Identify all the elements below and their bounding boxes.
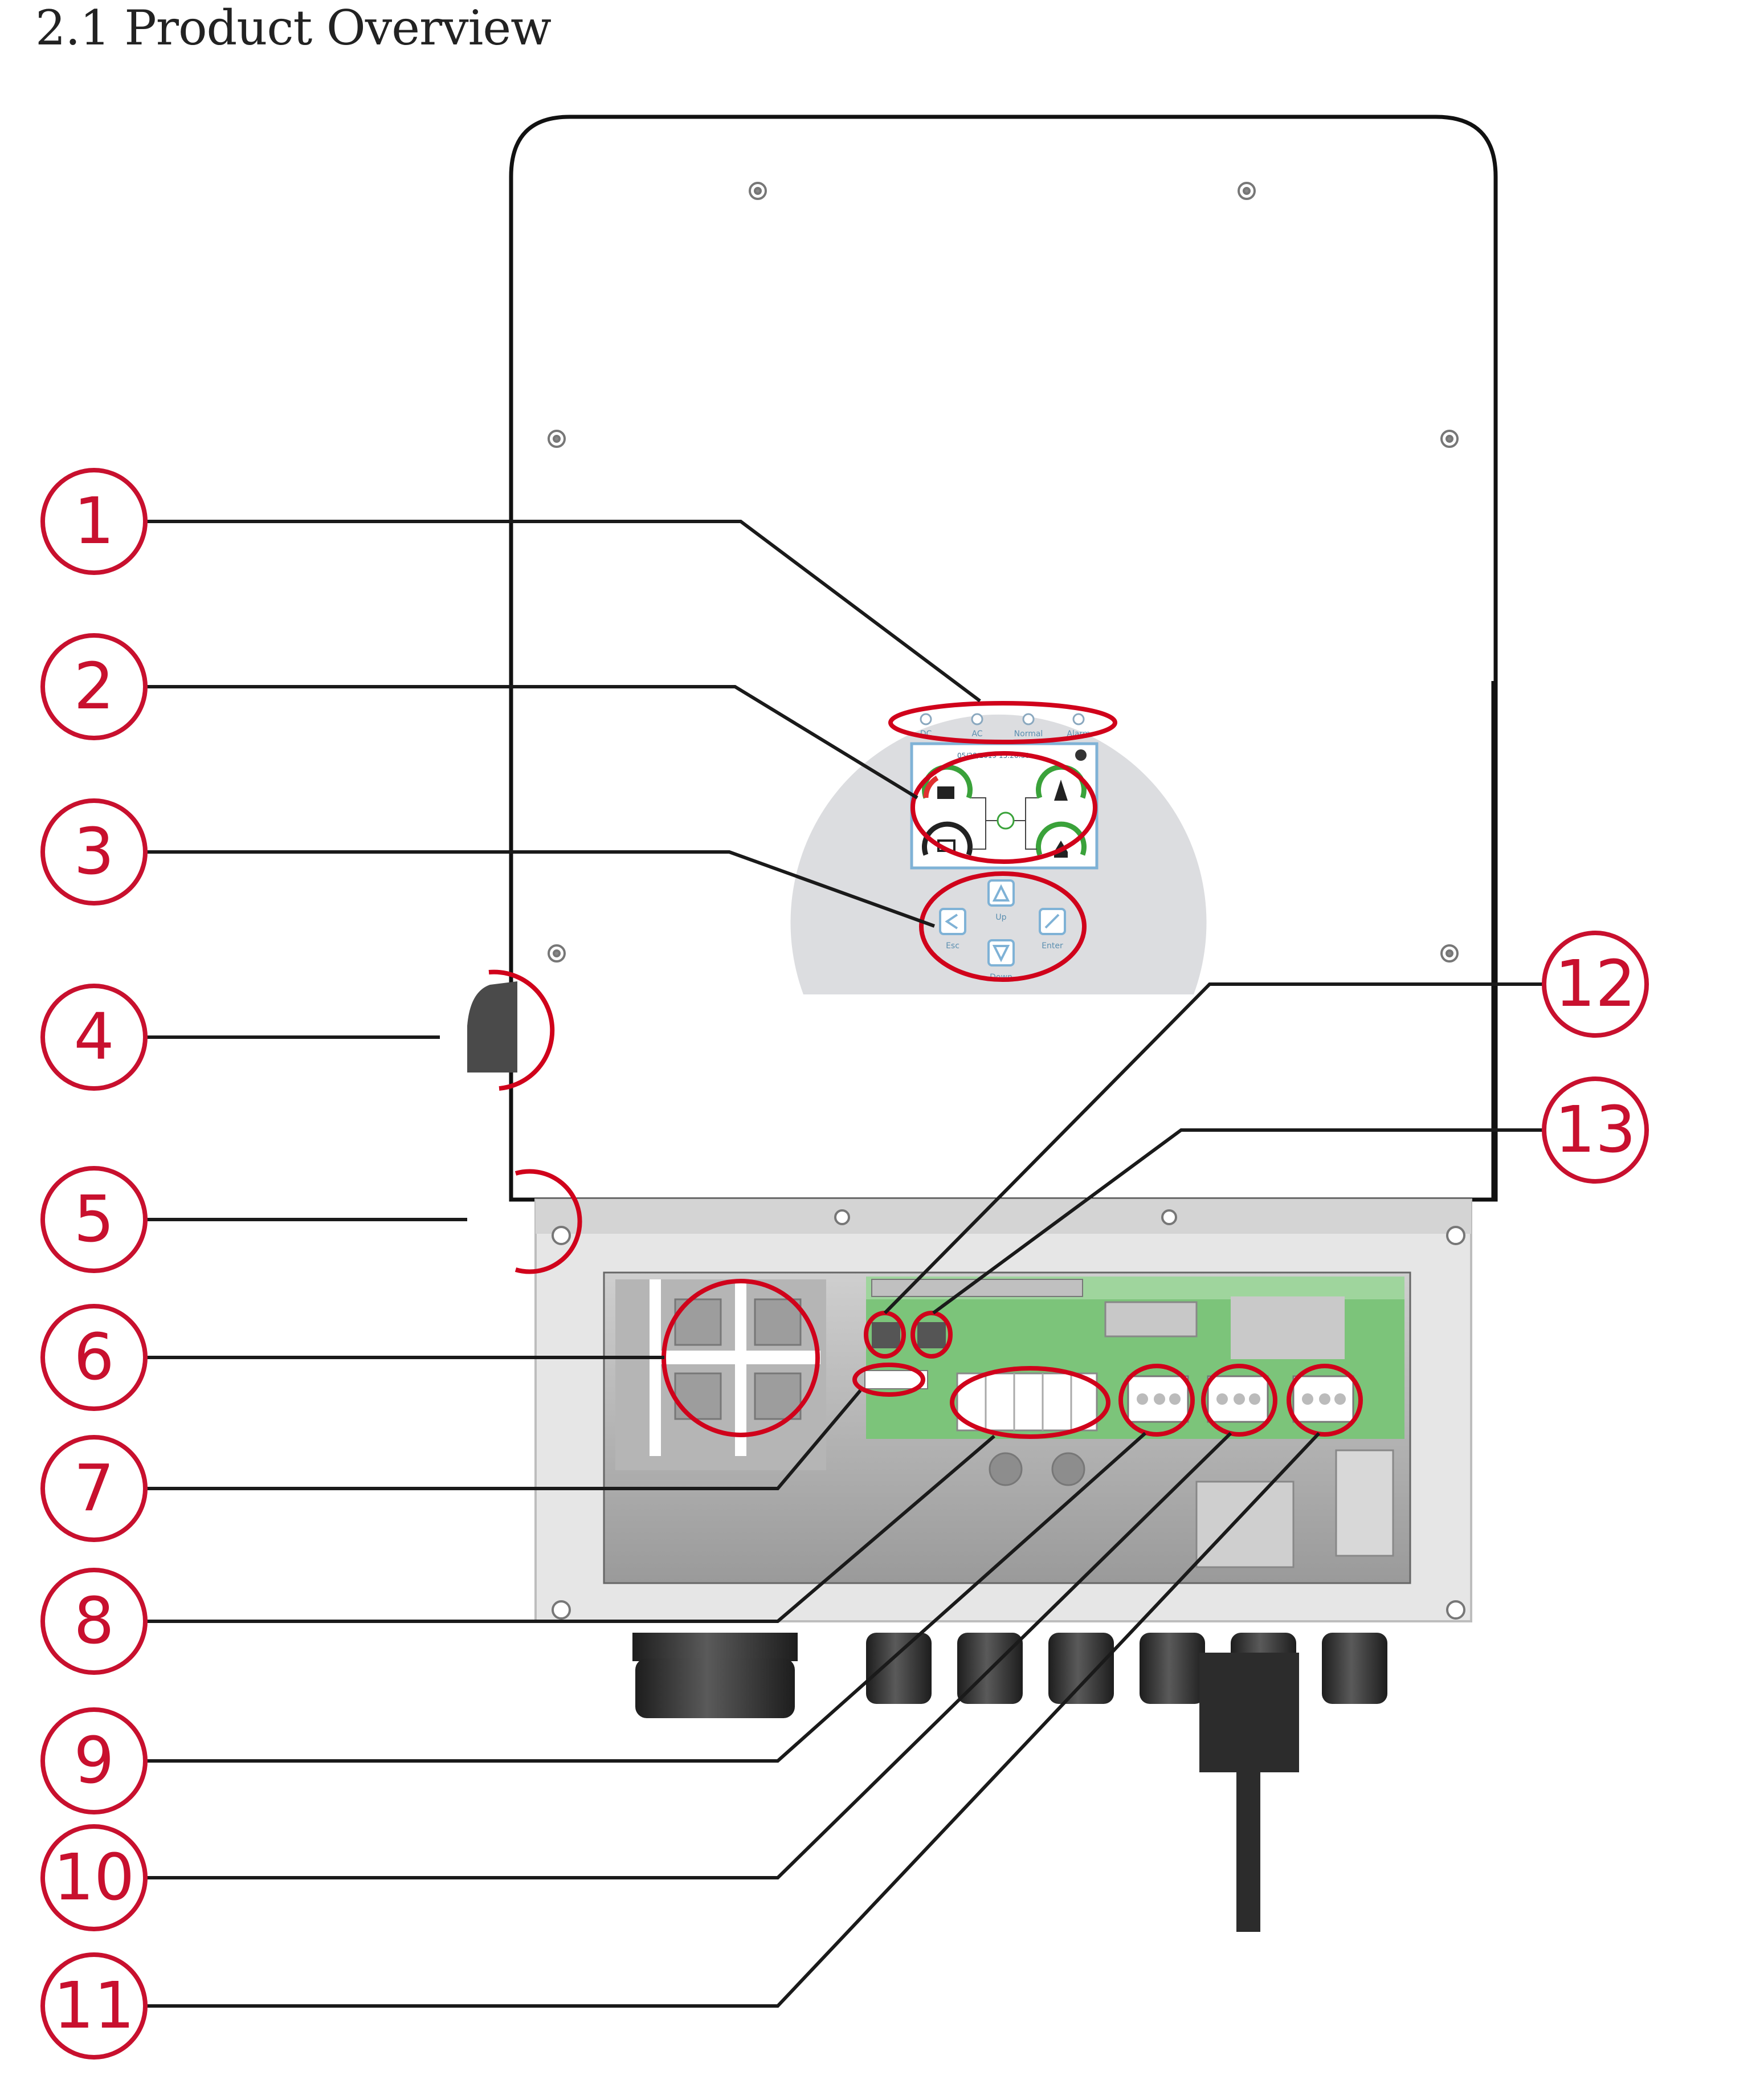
battery-cable-gland bbox=[632, 1633, 798, 1718]
svg-text:7: 7 bbox=[74, 1451, 114, 1526]
svg-text:AC: AC bbox=[971, 729, 982, 739]
cable-glands bbox=[632, 1633, 1387, 1932]
callout-5: 5 bbox=[40, 1166, 148, 1273]
inverter-body bbox=[509, 115, 1498, 1202]
svg-text:Up: Up bbox=[995, 913, 1006, 922]
callout-8: 8 bbox=[40, 1568, 148, 1675]
callout-1: 1 bbox=[40, 468, 148, 575]
load-terminal[interactable] bbox=[1207, 1375, 1269, 1423]
svg-text:12: 12 bbox=[1555, 947, 1636, 1021]
callout-2: 2 bbox=[40, 633, 148, 740]
callout-13: 13 bbox=[1542, 1076, 1649, 1184]
callout-4: 4 bbox=[40, 984, 148, 1091]
callout-3: 3 bbox=[40, 798, 148, 906]
callout-12: 12 bbox=[1542, 931, 1649, 1038]
svg-text:10: 10 bbox=[54, 1841, 135, 1915]
callout-7: 7 bbox=[40, 1435, 148, 1542]
settings-icon bbox=[1075, 749, 1087, 761]
dc-switch-handle[interactable] bbox=[467, 981, 517, 1073]
svg-text:6: 6 bbox=[74, 1320, 114, 1394]
svg-text:11: 11 bbox=[54, 1969, 135, 2043]
generator-terminal[interactable] bbox=[1292, 1375, 1354, 1423]
enter-button[interactable]: Enter bbox=[1039, 908, 1066, 951]
svg-text:2: 2 bbox=[74, 650, 114, 724]
control-buttons: Esc Up Enter Down bbox=[939, 879, 1066, 982]
down-button[interactable]: Down bbox=[987, 939, 1015, 982]
led-ac: AC bbox=[971, 713, 983, 739]
box-screws bbox=[552, 1209, 1465, 1620]
callout-11: 11 bbox=[40, 1952, 148, 2060]
leader-lines bbox=[147, 520, 1542, 2008]
callout-10: 10 bbox=[40, 1824, 148, 1931]
callout-6: 6 bbox=[40, 1304, 148, 1411]
body-screws bbox=[548, 182, 1459, 963]
svg-text:1: 1 bbox=[74, 484, 114, 558]
led-normal: Normal bbox=[1014, 713, 1043, 739]
page-title: 2.1 Product Overview bbox=[35, 0, 552, 56]
rj45-port-1[interactable] bbox=[872, 1322, 900, 1348]
up-button[interactable]: Up bbox=[987, 879, 1015, 922]
energy-flow-lines bbox=[971, 797, 1037, 850]
dc-input-block bbox=[615, 1279, 826, 1470]
wifi-dongle-cable bbox=[1199, 1653, 1299, 1932]
wiring-box bbox=[534, 1198, 1472, 1622]
battery-gauge-icon bbox=[922, 821, 973, 856]
svg-text:5: 5 bbox=[74, 1182, 114, 1257]
rj45-port-2[interactable] bbox=[917, 1322, 946, 1348]
svg-text:Esc: Esc bbox=[946, 941, 959, 951]
highlight-markers bbox=[488, 701, 1363, 1439]
grid-terminal[interactable] bbox=[1127, 1375, 1189, 1423]
svg-text:13: 13 bbox=[1555, 1093, 1636, 1167]
svg-text:3: 3 bbox=[74, 815, 114, 889]
svg-text:9: 9 bbox=[74, 1724, 114, 1798]
svg-text:Enter: Enter bbox=[1042, 941, 1063, 951]
esc-button[interactable]: Esc bbox=[939, 908, 966, 951]
svg-text:Normal: Normal bbox=[1014, 729, 1043, 739]
callout-labels: 1 2 3 4 5 6 7 8 bbox=[40, 468, 1649, 2060]
svg-text:8: 8 bbox=[74, 1584, 114, 1658]
svg-text:4: 4 bbox=[74, 1000, 114, 1074]
battery-temp-terminals[interactable] bbox=[956, 1372, 1098, 1432]
callout-9: 9 bbox=[40, 1707, 148, 1814]
lcd-display: 05/28/2019 15:26:30 bbox=[910, 742, 1099, 870]
